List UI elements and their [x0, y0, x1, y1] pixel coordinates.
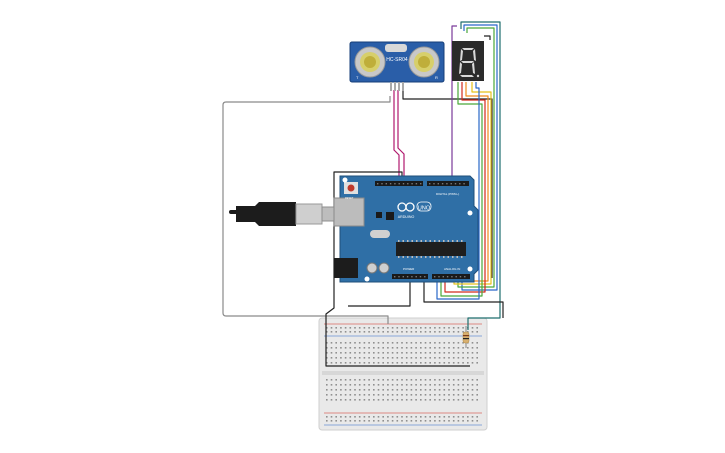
wire-blue-1[interactable]	[461, 24, 498, 291]
wire-red-1[interactable]	[444, 82, 486, 293]
resistor[interactable]	[462, 326, 470, 348]
usb-cable[interactable]	[229, 202, 337, 226]
wire-black-sensor[interactable]	[402, 90, 493, 278]
analog-header-label: ANALOG IN	[444, 267, 460, 271]
wire-black-bottom[interactable]	[423, 282, 504, 318]
digital-header-label: DIGITAL (PWM~)	[436, 192, 459, 196]
wire-yellow-1[interactable]	[453, 82, 492, 285]
breadboard[interactable]	[318, 317, 488, 431]
reset-label: RESET	[345, 197, 354, 200]
wire-teal-1[interactable]	[460, 21, 501, 330]
sensor-t-label: T	[356, 75, 359, 80]
arduino-logo: UNO ARDUINO	[397, 201, 432, 219]
arduino-uno[interactable]: UNO ARDUINO DIGITAL (PWM~) POWER ANALOG …	[333, 175, 479, 283]
wire-magenta-1[interactable]	[393, 90, 400, 184]
power-header-label: POWER	[403, 267, 415, 271]
wire-magenta-2[interactable]	[397, 90, 405, 184]
wire-black-5v[interactable]	[348, 278, 411, 307]
wires	[222, 21, 504, 367]
arduino-model-label: UNO	[418, 206, 431, 212]
wire-black-gnd[interactable]	[325, 171, 470, 367]
ultrasonic-sensor[interactable]: HC-SR04 T R	[349, 41, 445, 91]
wire-orange-1[interactable]	[449, 82, 489, 282]
wire-green-1[interactable]	[457, 27, 495, 288]
wire-gray[interactable]	[222, 96, 391, 324]
sensor-model-label: HC-SR04	[386, 57, 408, 63]
sensor-r-label: R	[435, 75, 438, 80]
seven-segment-display[interactable]: 8	[0, 0, 484, 81]
arduino-brand-label: ARDUINO	[398, 215, 415, 219]
wire-black-display[interactable]	[484, 35, 491, 40]
display-digit: 8	[0, 0, 1, 1]
wire-blue-2[interactable]	[436, 82, 480, 300]
breadboard-holes	[326, 327, 478, 422]
wire-green-2[interactable]	[440, 82, 483, 297]
